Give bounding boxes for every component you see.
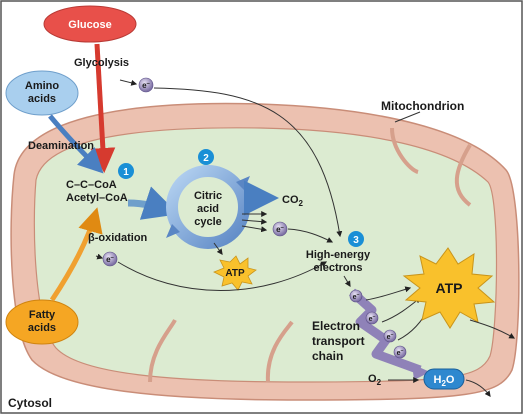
h2o-label: H2O bbox=[434, 374, 455, 388]
electron-symbol: e– bbox=[142, 81, 150, 90]
fatty-acids-label-line1: Fatty bbox=[29, 309, 56, 321]
step-1-number: 1 bbox=[123, 167, 129, 178]
etc-label-line2: transport bbox=[312, 334, 365, 348]
atp-large-burst-icon bbox=[402, 247, 496, 329]
electron-transport-chain-band bbox=[348, 288, 422, 375]
etc-energy-arrow bbox=[365, 286, 412, 301]
electron-glycolysis: e– bbox=[138, 77, 154, 93]
citric-cycle-label-line2: acid bbox=[197, 203, 219, 215]
cytosol-label: Cytosol bbox=[8, 396, 52, 410]
step-2-badge bbox=[198, 149, 214, 165]
fatty-acids-capsule bbox=[5, 299, 79, 345]
cycle-electron-arrow bbox=[241, 218, 268, 225]
electron-symbol: e– bbox=[106, 255, 114, 264]
electron-symbol: e– bbox=[369, 314, 376, 323]
amino-acids-capsule bbox=[5, 70, 79, 116]
citric-cycle-label-line1: Citric bbox=[194, 190, 222, 202]
etc-electron-3: e– bbox=[383, 329, 397, 343]
cycle-atp-arrow bbox=[213, 242, 223, 255]
step-3-badge bbox=[348, 231, 364, 247]
atp-large-label: ATP bbox=[436, 280, 463, 296]
cycle-electron-path bbox=[287, 228, 334, 243]
beta-oxidation-arrow bbox=[49, 207, 103, 302]
step-3-number: 3 bbox=[353, 235, 359, 246]
h2o-pill bbox=[423, 368, 465, 390]
cycle-electron-arrow bbox=[241, 225, 268, 233]
crista-fold bbox=[148, 319, 177, 383]
glycolysis-electron-arrow bbox=[119, 79, 138, 86]
amino-acids-label-line1: Amino bbox=[25, 80, 60, 92]
glycolysis-label: Glycolysis bbox=[74, 57, 129, 69]
etc-label-line1: Electron bbox=[312, 319, 360, 333]
o2-label: O2 bbox=[368, 373, 382, 387]
fatty-acids-label-line2: acids bbox=[28, 322, 56, 334]
atp-small-label: ATP bbox=[225, 268, 245, 279]
electron-cycle: e– bbox=[272, 221, 288, 237]
step-1-badge bbox=[118, 163, 134, 179]
crista-fold bbox=[265, 320, 294, 383]
etc-arrowhead-icon bbox=[412, 364, 430, 380]
h2o-export-arrow bbox=[465, 379, 491, 397]
crista-fold bbox=[390, 127, 419, 174]
citric-cycle-label-line3: cycle bbox=[194, 216, 222, 228]
high-energy-arrow bbox=[343, 275, 351, 288]
high-energy-label-line1: High-energy bbox=[306, 249, 371, 261]
acetyl-coa-label: Acetyl–CoA bbox=[66, 192, 128, 204]
atp-export-arrow bbox=[469, 319, 516, 339]
beta-oxidation-label: β-oxidation bbox=[88, 232, 148, 244]
atp-burst-icon bbox=[213, 255, 257, 291]
deamination-arrow bbox=[48, 114, 104, 174]
high-energy-label-line2: electrons bbox=[314, 262, 363, 274]
co2-label: CO2 bbox=[282, 194, 304, 208]
etc-electron-4: e– bbox=[393, 345, 407, 359]
c-c-coa-label: C–C–CoA bbox=[66, 179, 117, 191]
glucose-capsule bbox=[43, 5, 137, 43]
cycle-arrowhead-icon bbox=[166, 224, 180, 238]
deamination-label: Deamination bbox=[28, 140, 94, 152]
etc-electron-2: e– bbox=[365, 311, 379, 325]
mitochondrion-leader-line bbox=[394, 111, 421, 123]
electron-symbol: e– bbox=[276, 225, 284, 234]
step-2-number: 2 bbox=[203, 153, 209, 164]
beta-electron-in-arrow bbox=[95, 253, 104, 260]
electron-symbol: e– bbox=[397, 348, 404, 357]
etc-electron-1: e– bbox=[349, 289, 363, 303]
electron-symbol: e– bbox=[387, 332, 394, 341]
mitochondrion-label: Mitochondrion bbox=[381, 99, 464, 113]
amino-acids-label-line2: acids bbox=[28, 93, 56, 105]
cycle-arrowhead-icon bbox=[236, 176, 250, 190]
glycolysis-electron-path bbox=[153, 87, 343, 238]
electron-beta-oxidation: e– bbox=[102, 251, 118, 267]
crista-fold bbox=[454, 143, 472, 207]
glucose-label: Glucose bbox=[68, 19, 111, 31]
electron-symbol: e– bbox=[353, 292, 360, 301]
etc-label-line3: chain bbox=[312, 349, 343, 363]
beta-electron-path bbox=[117, 261, 328, 291]
